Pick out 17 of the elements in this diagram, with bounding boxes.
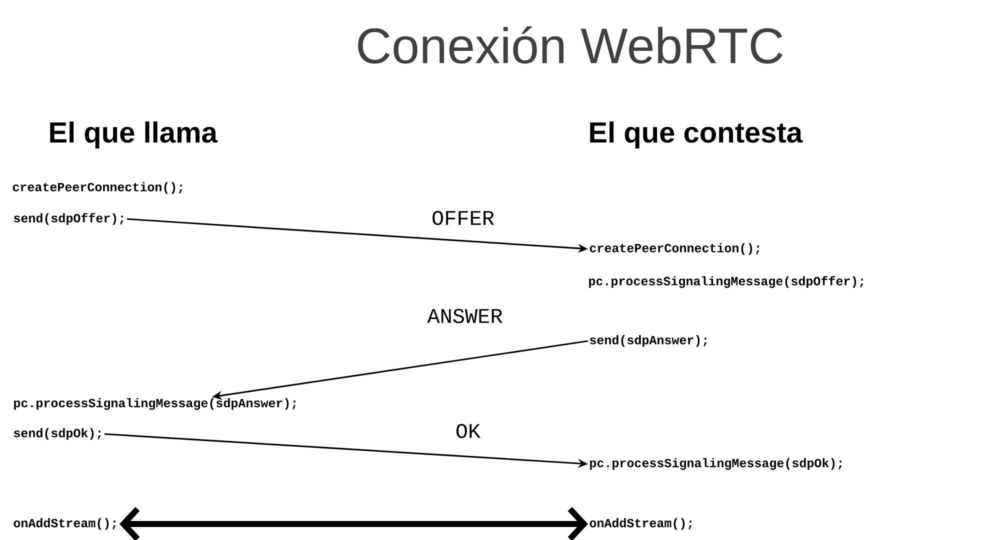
code-line: onAddStream();	[590, 518, 692, 530]
code-line: onAddStream();	[14, 518, 116, 530]
column-heading: El que contesta	[590, 121, 803, 149]
edge-label: OFFER	[430, 210, 496, 226]
edge-label: OK	[454, 422, 482, 440]
column-heading: El que llama	[50, 121, 218, 149]
code-line: pc.processSignalingMessage(sdpOffer);	[589, 276, 864, 288]
code-line: send(sdpOffer);	[14, 213, 124, 225]
edge-label: ANSWER	[426, 308, 504, 324]
code-line: createPeerConnection();	[590, 243, 760, 255]
code-line: createPeerConnection();	[12, 182, 182, 194]
code-line: pc.processSignalingMessage(sdpAnswer);	[14, 398, 296, 410]
code-line: pc.processSignalingMessage(sdpOk);	[590, 458, 842, 470]
title: Conexión WebRTC	[358, 26, 782, 64]
code-line: send(sdpAnswer);	[590, 335, 707, 347]
code-line: send(sdpOk);	[14, 428, 101, 440]
arrow	[119, 506, 588, 540]
